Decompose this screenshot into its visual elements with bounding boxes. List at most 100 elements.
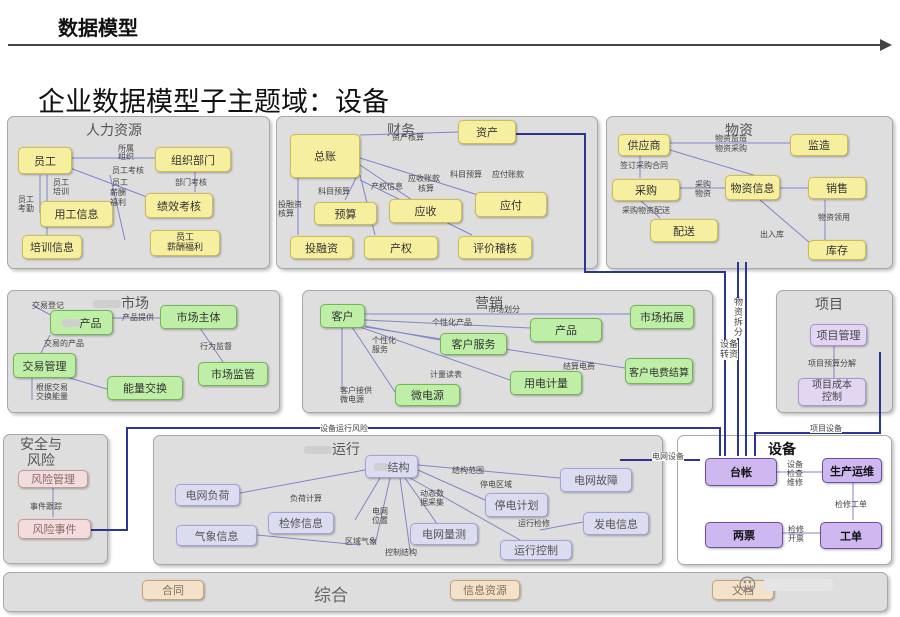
panel-marketing-title: 营销 bbox=[475, 296, 503, 312]
edge-label: 行为监督 bbox=[200, 342, 232, 351]
box-gen-doc: 文档 bbox=[712, 580, 774, 600]
edge-label: 设备运行风险 bbox=[320, 424, 368, 433]
header-divider bbox=[8, 44, 884, 46]
edge-label: 组织 bbox=[118, 152, 134, 161]
box-mat-supplier: 供应商 bbox=[618, 134, 670, 156]
box-op-control: 运行控制 bbox=[500, 540, 572, 560]
edge-label: 结构范围 bbox=[452, 466, 484, 475]
edge-label: 物 资 拆 分 bbox=[734, 298, 744, 338]
edge-label: 根据交易 交换能量 bbox=[36, 383, 68, 401]
box-eq-prod: 生产运维 bbox=[822, 458, 882, 483]
edge-label: 电网 位置 bbox=[372, 507, 388, 525]
panel-safety: 安全与 风险 bbox=[3, 434, 108, 564]
box-hr-train: 培训信息 bbox=[22, 235, 82, 259]
edge-label: 应收账款 bbox=[408, 174, 440, 183]
box-fin-ledger: 总账 bbox=[290, 134, 360, 178]
box-hr-perf: 绩效考核 bbox=[145, 193, 213, 218]
edge-label: 出入库 bbox=[760, 230, 784, 239]
box-op-repair: 检修信息 bbox=[268, 512, 334, 534]
edge-label: 区域气象 bbox=[345, 537, 377, 546]
header-arrow-icon bbox=[880, 39, 892, 51]
edge-label: 控制结构 bbox=[385, 548, 417, 557]
edge-label: 负荷计算 bbox=[290, 494, 322, 503]
header-title: 数据模型 bbox=[58, 16, 138, 40]
box-fin-invest: 投融资 bbox=[290, 236, 353, 259]
box-op-load: 电网负荷 bbox=[175, 484, 240, 506]
edge-label: 停电区域 bbox=[480, 480, 512, 489]
box-op-gen: 发电信息 bbox=[583, 512, 649, 535]
panel-equipment-title: 设备 bbox=[768, 442, 796, 458]
edge-label: 运行检修 bbox=[518, 519, 550, 528]
box-hr-salary: 员工 薪酬福利 bbox=[150, 230, 220, 256]
edge-label: 结算电费 bbox=[563, 362, 595, 371]
box-ms-plan: 用电计量 bbox=[510, 371, 582, 395]
edge-label: 个性化 服务 bbox=[372, 336, 396, 354]
box-mk-monitor: 市场监管 bbox=[198, 362, 268, 386]
panel-safety-title: 安全与 风险 bbox=[20, 437, 62, 469]
edge-label: 物资领用 bbox=[818, 213, 850, 222]
edge-label: 科目预算 bbox=[318, 187, 350, 196]
box-mat-sales: 销售 bbox=[808, 177, 866, 199]
box-ms-customer: 客户 bbox=[320, 304, 365, 328]
edge-label: 交易的产品 bbox=[44, 339, 84, 348]
box-fin-recv: 应收 bbox=[389, 199, 462, 223]
box-sf-event: 风险事件 bbox=[18, 519, 91, 539]
panel-market-title: 市场 bbox=[93, 293, 149, 313]
box-fin-budget: 预算 bbox=[314, 202, 377, 225]
panel-finance-title: 财务 bbox=[387, 123, 415, 139]
box-ms-fee: 客户电费结算 bbox=[625, 358, 693, 384]
box-pj-manage: 项目管理 bbox=[810, 324, 867, 346]
edge-label: 物资监造 bbox=[715, 134, 747, 143]
box-mat-dispatch: 配送 bbox=[650, 219, 718, 242]
box-gen-info: 信息资源 bbox=[450, 580, 520, 600]
edge-label: 员工 考勤 bbox=[18, 195, 34, 213]
edge-label: 福利 bbox=[110, 198, 126, 207]
edge-label: 资产核算 bbox=[392, 133, 424, 142]
edge-label: 设备 转资 bbox=[720, 340, 739, 360]
box-fin-prop: 产权 bbox=[364, 236, 438, 259]
edge-label: 项目预算分解 bbox=[808, 359, 856, 368]
box-mk-product: 产品 bbox=[50, 310, 113, 335]
edge-label: 采购物资配送 bbox=[622, 206, 670, 215]
box-eq-work: 工单 bbox=[820, 522, 882, 549]
edge-label: 事件跟踪 bbox=[30, 502, 62, 511]
edge-label: 检修工单 bbox=[835, 500, 867, 509]
box-op-measure: 电网量测 bbox=[410, 523, 478, 545]
edge-label: 员工 bbox=[112, 178, 128, 187]
edge-label: 采购 物资 bbox=[695, 180, 711, 198]
wechat-icon: ☺ bbox=[738, 574, 757, 596]
watermark: ☺ bbox=[738, 570, 858, 600]
box-gen-contract: 合同 bbox=[142, 580, 204, 600]
box-mk-energy: 能量交换 bbox=[107, 376, 183, 400]
box-fin-asset: 资产 bbox=[458, 120, 516, 144]
box-mat-purchase: 采购 bbox=[612, 179, 680, 201]
edge-label: 交易登记 bbox=[32, 301, 64, 310]
edge-label: 项目设备 bbox=[810, 424, 842, 433]
box-op-fault: 电网故障 bbox=[560, 468, 632, 492]
box-op-weather: 气象信息 bbox=[176, 525, 257, 546]
edge-label: 所属 bbox=[118, 144, 134, 153]
box-mk-trade: 交易管理 bbox=[13, 353, 76, 378]
box-op-power: 停电计划 bbox=[485, 493, 548, 517]
blurred-text bbox=[93, 300, 121, 308]
panel-hr-title: 人力资源 bbox=[86, 123, 142, 139]
edge-label: 设备 检查 维修 bbox=[787, 460, 803, 487]
edge-label: 产权信息 bbox=[371, 182, 403, 191]
blurred-text bbox=[762, 579, 833, 591]
box-mat-info: 物资信息 bbox=[725, 175, 780, 200]
edge-label: 检修 开票 bbox=[788, 525, 804, 543]
panel-materials-title: 物资 bbox=[725, 123, 753, 139]
box-sf-manage: 风险管理 bbox=[18, 470, 88, 488]
box-fin-pay: 应付 bbox=[475, 192, 547, 217]
box-mat-supervise: 监造 bbox=[790, 134, 848, 156]
edge-label: 部门考核 bbox=[175, 178, 207, 187]
panel-operation-title: 运行 bbox=[304, 439, 360, 459]
edge-label: 计量读表 bbox=[430, 370, 462, 379]
blurred-text bbox=[304, 446, 332, 454]
edge-label: 员工 培训 bbox=[53, 178, 69, 196]
edge-label: 薪酬 bbox=[110, 188, 126, 197]
edge-label: 科目预算 bbox=[450, 170, 482, 179]
edge-label: 市场划分 bbox=[488, 305, 520, 314]
edge-label: 员工考核 bbox=[112, 166, 144, 175]
box-ms-service: 客户服务 bbox=[440, 333, 507, 355]
